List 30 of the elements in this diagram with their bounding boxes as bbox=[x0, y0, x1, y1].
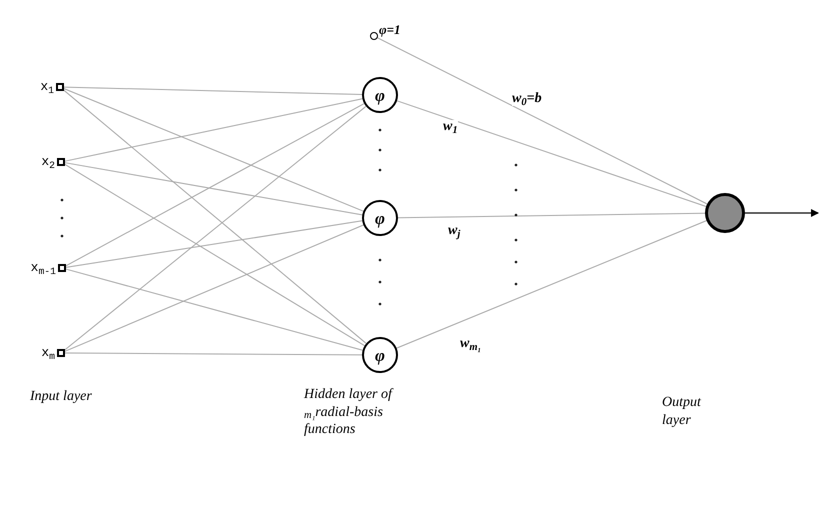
output-neuron bbox=[705, 193, 745, 233]
connection-line bbox=[64, 164, 366, 346]
weight-label: w$_{0}$=b bbox=[512, 92, 542, 106]
input-label: x$_{1}$ bbox=[39, 78, 54, 97]
connection-line bbox=[64, 162, 363, 216]
phi-symbol: φ bbox=[375, 210, 385, 226]
input-label: x$_{m-1}$ bbox=[30, 259, 56, 278]
rbf-neuron bbox=[362, 200, 398, 236]
connection-line bbox=[64, 224, 364, 352]
connection-line bbox=[64, 86, 362, 96]
rbf-neuron bbox=[362, 337, 398, 373]
bias-label: φ=1 bbox=[379, 23, 401, 36]
rbf-neuron bbox=[362, 77, 398, 113]
connection-line bbox=[63, 88, 364, 212]
connection-line bbox=[64, 98, 363, 162]
connection-line bbox=[65, 220, 363, 268]
connection-line bbox=[396, 100, 707, 208]
input-label: x$_{2}$ bbox=[40, 153, 55, 172]
phi-symbol: φ bbox=[375, 346, 385, 364]
weight-label: w$_{1}$ bbox=[443, 120, 458, 134]
phi-symbol: φ bbox=[375, 86, 385, 104]
output-arrow bbox=[745, 209, 819, 217]
layer-caption: Output layer bbox=[662, 394, 702, 429]
connection-line bbox=[396, 220, 707, 349]
connection-line bbox=[64, 352, 362, 356]
connection-line bbox=[398, 212, 706, 218]
layer-caption: Hidden layer of $_{m₁}$radial-basis functions bbox=[304, 386, 394, 438]
layer-caption: Input layer bbox=[30, 388, 93, 406]
connection-line bbox=[65, 268, 364, 351]
input-label: x$_{m}$ bbox=[40, 344, 55, 363]
